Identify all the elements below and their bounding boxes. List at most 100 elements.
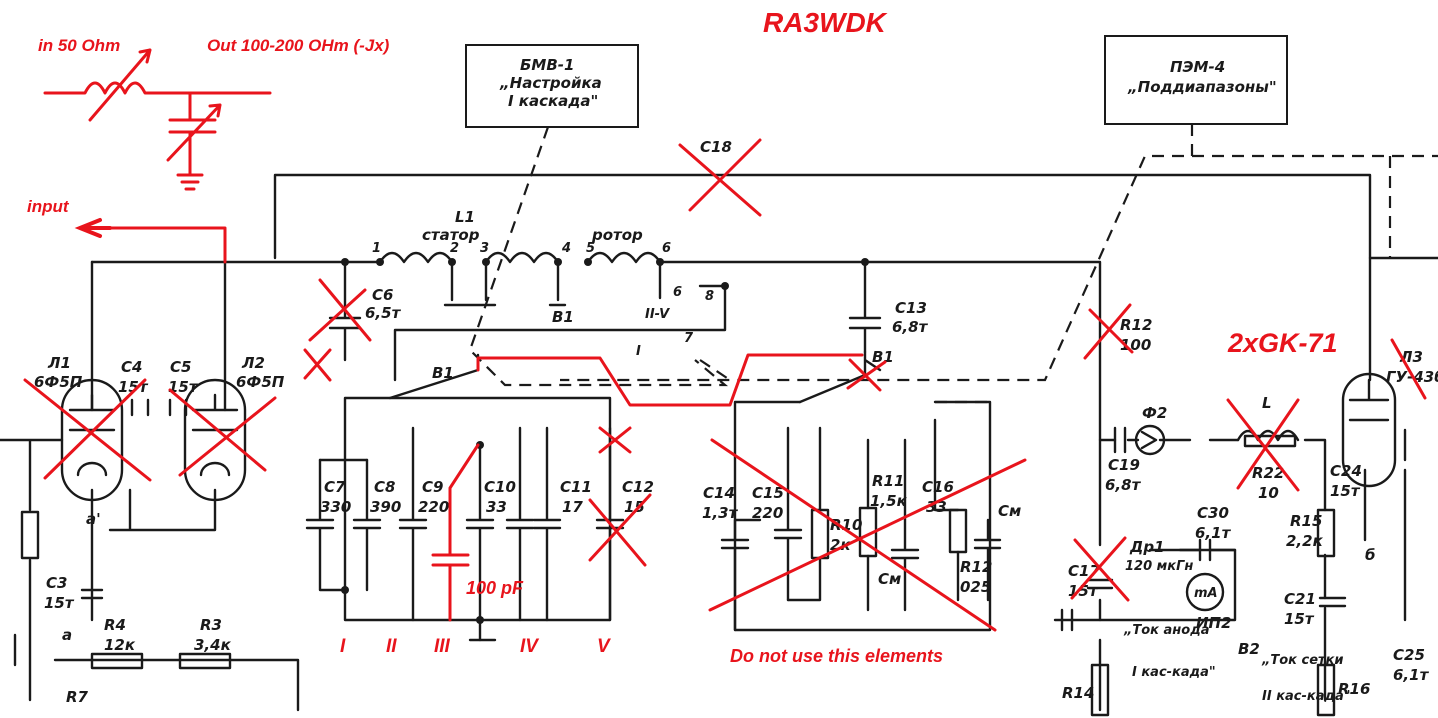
label-kaskada2: II кас-када" — [1262, 689, 1351, 704]
main-wire — [90, 260, 1102, 442]
label-tube-l2: Л2 — [241, 354, 265, 372]
capacitor-c19 — [1113, 426, 1127, 454]
label-l1: L1 — [455, 208, 475, 226]
box-bms — [465, 44, 639, 128]
tube-l1 — [60, 378, 124, 502]
label-c24: C24 — [1330, 462, 1362, 480]
label-c30: C30 — [1197, 504, 1229, 522]
pin-6: 6 — [662, 241, 671, 256]
label-sw-ii-v: II-V — [645, 307, 670, 322]
label-b1-right: В1 — [872, 348, 894, 366]
label-c14-value: 1,3т — [702, 504, 739, 522]
top-rail-wire — [273, 173, 1372, 260]
label-tube-l2-value: 6Ф5П — [236, 373, 285, 391]
label-cm-mid: Cм — [878, 570, 901, 588]
label-b1-left: В1 — [432, 364, 454, 382]
tube-l3 — [1341, 372, 1397, 488]
resistor-r16 — [1316, 663, 1336, 717]
pin-2: 2 — [450, 241, 459, 256]
red-cross-r22 — [1226, 398, 1300, 492]
label-stator: статор — [422, 226, 480, 244]
label-c3: C3 — [46, 574, 67, 592]
label-c14: C14 — [703, 484, 735, 502]
label-tube-l1: Л1 — [47, 354, 71, 372]
label-r10: R10 — [830, 516, 862, 534]
label-l: L — [1262, 394, 1272, 412]
bank1-capacitors — [305, 426, 625, 642]
label-c5-value: 15т — [168, 378, 199, 396]
red-cross-b1 — [846, 358, 887, 392]
box-pem — [1104, 35, 1288, 125]
label-c10: C10 — [484, 478, 516, 496]
red-cross-c17 — [1070, 536, 1130, 602]
label-b: б — [1365, 546, 1375, 564]
label-dr1: Др1 — [1129, 538, 1165, 556]
coil-l — [1236, 429, 1300, 448]
box-pem-line2: „Поддиапазоны" — [1127, 78, 1277, 96]
label-c6-value: 6,5т — [365, 304, 402, 322]
capacitor-c4-c5 — [130, 398, 188, 417]
left-branch-wire — [90, 260, 227, 412]
box-pem-line1: ПЭМ-4 — [1170, 58, 1225, 76]
band-label-v: V — [597, 636, 611, 657]
label-c15: C15 — [752, 484, 784, 502]
label-r22-value: 10 — [1258, 484, 1279, 502]
dashed-link-bms — [468, 126, 729, 387]
label-c19-value: 6,8т — [1105, 476, 1142, 494]
label-tok-anoda: „Ток анода — [1123, 623, 1209, 638]
label-c12: C12 — [622, 478, 654, 496]
label-dr1-value: 120 мкГн — [1125, 559, 1193, 574]
red-cross-bank2 — [708, 438, 1027, 632]
capacitor-c21 — [1318, 596, 1347, 608]
label-c16-value: 33 — [926, 498, 947, 516]
label-r22: R22 — [1252, 464, 1284, 482]
red-cap-100pf-wire — [431, 443, 480, 622]
pin-8: 8 — [705, 289, 714, 304]
label-c10-value: 33 — [486, 498, 507, 516]
label-a-prime: а' — [86, 510, 101, 528]
red-cross-l2-tube — [168, 388, 277, 477]
capacitor-c30 — [1178, 538, 1237, 562]
label-c8: C8 — [374, 478, 395, 496]
label-c7: C7 — [324, 478, 346, 496]
label-c25: C25 — [1393, 646, 1425, 664]
coil-l1-stator — [376, 251, 456, 266]
band-label-iv: IV — [520, 636, 539, 657]
pin-6b: 6 — [673, 285, 682, 300]
red-cross-small-left — [303, 348, 332, 382]
red-cross-l3 — [1390, 338, 1427, 400]
resistor-r3 — [178, 652, 232, 670]
label-r11-value: 1,5к — [870, 492, 908, 510]
label-r12: R12 — [1120, 316, 1152, 334]
red-cross-c12-top — [598, 426, 632, 454]
label-c6: C6 — [372, 286, 393, 304]
label-c24-value: 15т — [1330, 482, 1361, 500]
label-c11: C11 — [560, 478, 592, 496]
coil-l1-rotor — [584, 251, 664, 266]
pin-7: 7 — [684, 331, 694, 346]
label-c3-value: 15т — [44, 594, 75, 612]
label-c21: C21 — [1284, 590, 1316, 608]
label-r3-value: 3,4к — [194, 636, 232, 654]
red-rewire-line — [476, 353, 864, 407]
label-do-not-use: Do not use this elements — [730, 646, 943, 666]
switch-node — [721, 282, 729, 290]
label-f2: Ф2 — [1142, 404, 1167, 422]
capacitor-c3 — [80, 588, 104, 600]
coil-l1-variometer — [482, 251, 562, 266]
label-c21-value: 15т — [1284, 610, 1315, 628]
label-c18: C18 — [700, 138, 732, 156]
label-c13-value: 6,8т — [892, 318, 929, 336]
label-in-50-ohm: in 50 Ohm — [38, 36, 120, 55]
label-r3: R3 — [200, 616, 222, 634]
label-c7-value: 330 — [320, 498, 351, 516]
title: RA3WDK — [763, 7, 888, 38]
label-r7: R7 — [66, 688, 89, 706]
label-kaskada1: I кас-када" — [1132, 665, 1216, 680]
label-a: а — [62, 626, 72, 644]
box-bms-line1: БМВ-1 — [520, 56, 574, 74]
band-label-iii: III — [434, 636, 451, 657]
label-sw-i: I — [636, 344, 641, 359]
label-rotor: ротор — [591, 226, 643, 244]
